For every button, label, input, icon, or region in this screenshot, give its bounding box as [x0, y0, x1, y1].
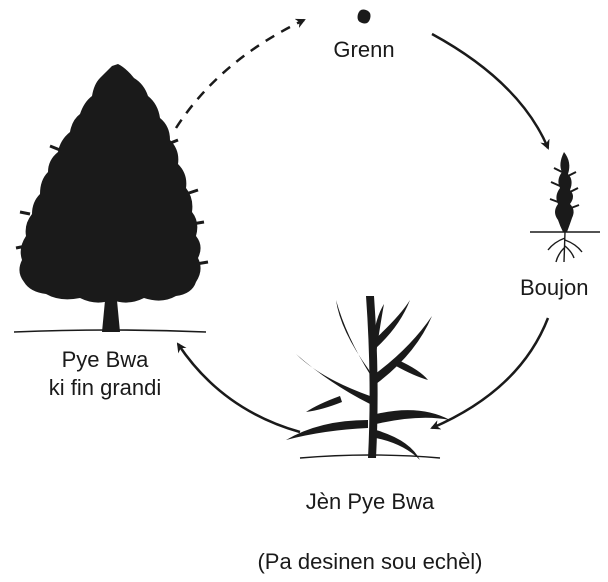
- mature-tree-icon: [14, 64, 208, 332]
- sprout-label: Boujon: [520, 274, 608, 302]
- arrow-young-to-mature-tree: [178, 344, 300, 432]
- young-tree-icon: [286, 296, 450, 460]
- arrow-mature-to-seed: [176, 20, 304, 128]
- young-tree-label: Jèn Pye Bwa: [268, 488, 472, 516]
- mature-tree-label: Pye Bwa ki fin grandi: [20, 346, 190, 402]
- mature-tree-label-line1: Pye Bwa: [20, 346, 190, 374]
- arrow-sprout-to-young-tree: [432, 318, 548, 428]
- mature-tree-label-line2: ki fin grandi: [20, 374, 190, 402]
- arrow-seed-to-sprout: [432, 34, 548, 148]
- scale-note: (Pa desinen sou echèl): [190, 548, 550, 576]
- sprout-icon: [530, 152, 600, 262]
- seed-label: Grenn: [318, 36, 410, 64]
- seed-icon: [358, 10, 371, 24]
